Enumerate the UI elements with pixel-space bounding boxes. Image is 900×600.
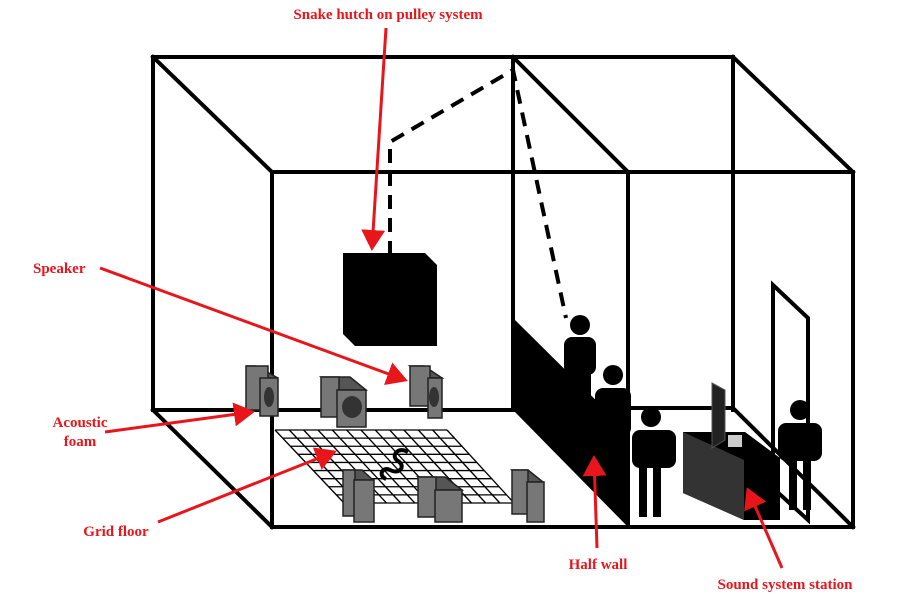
label-acoustic-foam-line1: Acoustic	[53, 415, 108, 431]
person-4	[778, 400, 822, 510]
callout-arrows	[99, 27, 784, 569]
label-acoustic-foam-line2: foam	[64, 434, 97, 450]
grid-line	[417, 429, 487, 504]
grid-line	[432, 429, 501, 504]
sound-system-station	[683, 382, 780, 520]
monitor-icon	[711, 382, 726, 449]
snake-hutch	[343, 253, 437, 346]
person-1	[564, 315, 596, 410]
label-half-wall: Half wall	[569, 557, 628, 573]
grid-line	[346, 429, 416, 504]
grid-line	[274, 429, 345, 504]
observation-window	[771, 280, 810, 525]
label-grid-floor: Grid floor	[83, 524, 149, 540]
grid-line	[446, 429, 515, 504]
speaker-front-middle	[415, 476, 465, 523]
speaker-back-right	[407, 365, 445, 419]
person-3	[632, 407, 676, 517]
speaker-front-right	[509, 469, 546, 523]
label-sound-system-station: Sound system station	[717, 577, 853, 593]
speaker-back-middle	[318, 376, 369, 428]
people	[564, 315, 822, 517]
person-2	[595, 365, 631, 485]
grid-floor	[274, 429, 515, 504]
pulley-rope	[388, 66, 568, 319]
label-snake-hutch: Snake hutch on pulley system	[293, 7, 483, 23]
grid-line	[317, 429, 387, 504]
speaker-back-left	[245, 365, 279, 417]
snake-icon	[379, 448, 410, 481]
keyboard-icon	[728, 435, 742, 447]
label-speaker: Speaker	[33, 261, 86, 277]
speaker-front-left	[341, 469, 375, 523]
grid-line	[331, 429, 402, 504]
